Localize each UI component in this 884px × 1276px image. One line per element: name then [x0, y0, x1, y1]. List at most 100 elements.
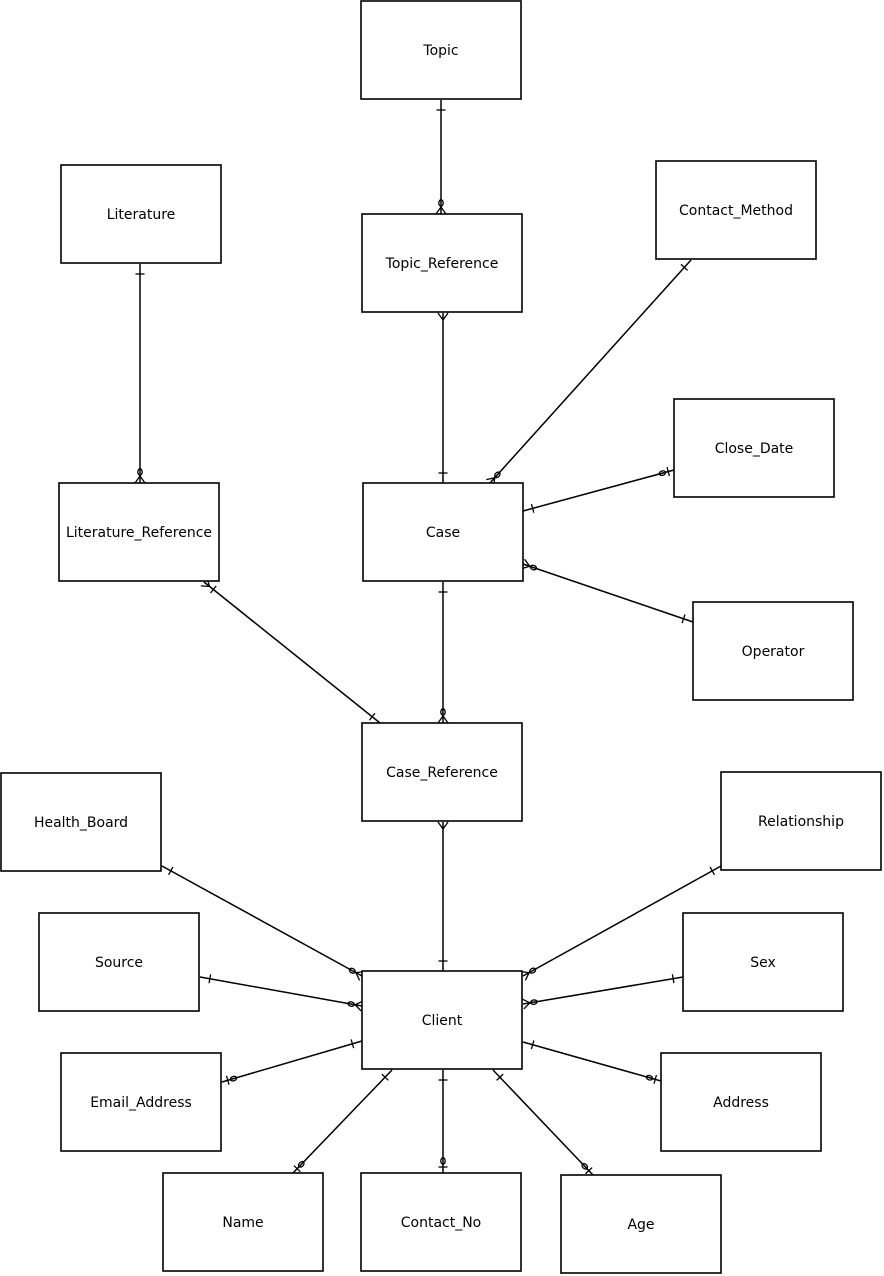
relationship-source-client [199, 974, 364, 1012]
entity-contact-no[interactable]: Contact_No [360, 1172, 522, 1272]
cardinality-many-marker [437, 312, 449, 321]
cardinality-zero-one-marker [645, 1074, 658, 1084]
entity-label-topic-reference: Topic_Reference [385, 256, 499, 272]
entity-box [60, 164, 222, 264]
entity-topic[interactable]: Topic [360, 0, 522, 100]
entity-label-literature: Literature [107, 207, 176, 223]
relationship-literature-reference-case-reference [200, 577, 381, 724]
relationship-topic-topic-reference [435, 100, 447, 215]
entity-label-close-date: Close_Date [715, 441, 794, 457]
entity-label-sex: Sex [750, 955, 776, 971]
relationship-literature-literature-reference [134, 264, 146, 484]
entity-box [362, 482, 524, 582]
relationship-case-reference-client [437, 821, 449, 971]
cardinality-one-marker [671, 974, 675, 984]
relationship-line [292, 1069, 393, 1174]
entity-label-relationship: Relationship [758, 814, 844, 830]
relationship-client-name [292, 1069, 393, 1174]
entity-case[interactable]: Case [362, 482, 524, 582]
entity-contact-method[interactable]: Contact_Method [655, 160, 817, 260]
entity-label-literature-reference: Literature_Reference [66, 525, 212, 541]
cardinality-many-marker [437, 821, 449, 830]
cardinality-zero-one-marker [658, 467, 671, 477]
relationship-line [161, 865, 363, 977]
cardinality-one-marker [350, 1039, 355, 1049]
entity-label-age: Age [627, 1217, 654, 1233]
cardinality-one-marker [680, 263, 689, 271]
relationship-line [522, 1041, 662, 1082]
relationship-line [221, 1040, 363, 1083]
entity-age[interactable]: Age [560, 1174, 722, 1274]
entity-label-email-address: Email_Address [90, 1095, 192, 1111]
cardinality-zero-one-marker [225, 1075, 238, 1085]
entity-box [360, 1172, 522, 1272]
cardinality-one-marker [168, 866, 174, 876]
entity-label-case-reference: Case_Reference [386, 765, 498, 781]
relationship-line [203, 581, 381, 724]
relationship-client-contact-no [438, 1070, 448, 1173]
relationship-case-case-reference [437, 582, 449, 724]
entity-box [673, 398, 835, 498]
entity-box [560, 1174, 722, 1274]
entity-label-name: Name [222, 1215, 263, 1231]
entity-topic-reference[interactable]: Topic_Reference [361, 213, 523, 313]
entity-box [720, 771, 882, 871]
entity-email-address[interactable]: Email_Address [60, 1052, 222, 1152]
cardinality-zero-one-marker [438, 1157, 448, 1168]
entity-box [361, 722, 523, 822]
relationship-line [522, 469, 675, 512]
entity-box [361, 213, 523, 313]
entity-box [162, 1172, 324, 1272]
entity-case-reference[interactable]: Case_Reference [361, 722, 523, 822]
entity-label-topic: Topic [422, 43, 458, 59]
entity-label-case: Case [426, 525, 460, 541]
relationship-topic-reference-case [437, 312, 449, 483]
cardinality-one-marker [381, 1073, 389, 1081]
entity-box [692, 601, 854, 701]
entity-name[interactable]: Name [162, 1172, 324, 1272]
relationship-line [199, 976, 363, 1007]
entity-box [58, 482, 220, 582]
cardinality-one-marker [530, 1040, 535, 1050]
relationship-line [522, 865, 722, 977]
relationship-sex-client [521, 974, 684, 1010]
entity-operator[interactable]: Operator [692, 601, 854, 701]
entity-sex[interactable]: Sex [682, 912, 844, 1012]
cardinality-zero-many-marker [521, 998, 538, 1010]
cardinality-one-marker [496, 1073, 504, 1081]
entity-label-contact-method: Contact_Method [679, 203, 793, 219]
cardinality-one-marker [681, 614, 686, 624]
entity-label-operator: Operator [742, 644, 805, 660]
entity-box [38, 912, 200, 1012]
relationship-health-board-client [161, 865, 365, 981]
relationship-client-email-address [221, 1039, 363, 1085]
cardinality-zero-many-marker [437, 708, 449, 724]
entity-box [0, 772, 162, 872]
cardinality-zero-many-marker [435, 199, 447, 215]
entity-box [682, 912, 844, 1012]
entity-address[interactable]: Address [660, 1052, 822, 1152]
entity-relationship[interactable]: Relationship [720, 771, 882, 871]
entity-literature[interactable]: Literature [60, 164, 222, 264]
entity-literature-reference[interactable]: Literature_Reference [58, 482, 220, 582]
entity-client[interactable]: Client [361, 970, 523, 1070]
relationship-contact-method-case [486, 259, 692, 487]
entity-close-date[interactable]: Close_Date [673, 398, 835, 498]
relationship-case-operator [521, 558, 694, 624]
entity-label-client: Client [422, 1013, 463, 1029]
relationship-case-close-date [522, 467, 675, 513]
relationship-line [489, 259, 692, 484]
entity-box [655, 160, 817, 260]
relationship-line [522, 563, 694, 623]
cardinality-one-marker [208, 974, 212, 984]
relationship-line [492, 1069, 594, 1176]
entity-health-board[interactable]: Health_Board [0, 772, 162, 872]
entity-box [360, 0, 522, 100]
entity-label-address: Address [713, 1095, 769, 1111]
entity-source[interactable]: Source [38, 912, 200, 1012]
entity-label-contact-no: Contact_No [401, 1215, 482, 1231]
cardinality-one-marker [530, 503, 535, 513]
entity-box [660, 1052, 822, 1152]
